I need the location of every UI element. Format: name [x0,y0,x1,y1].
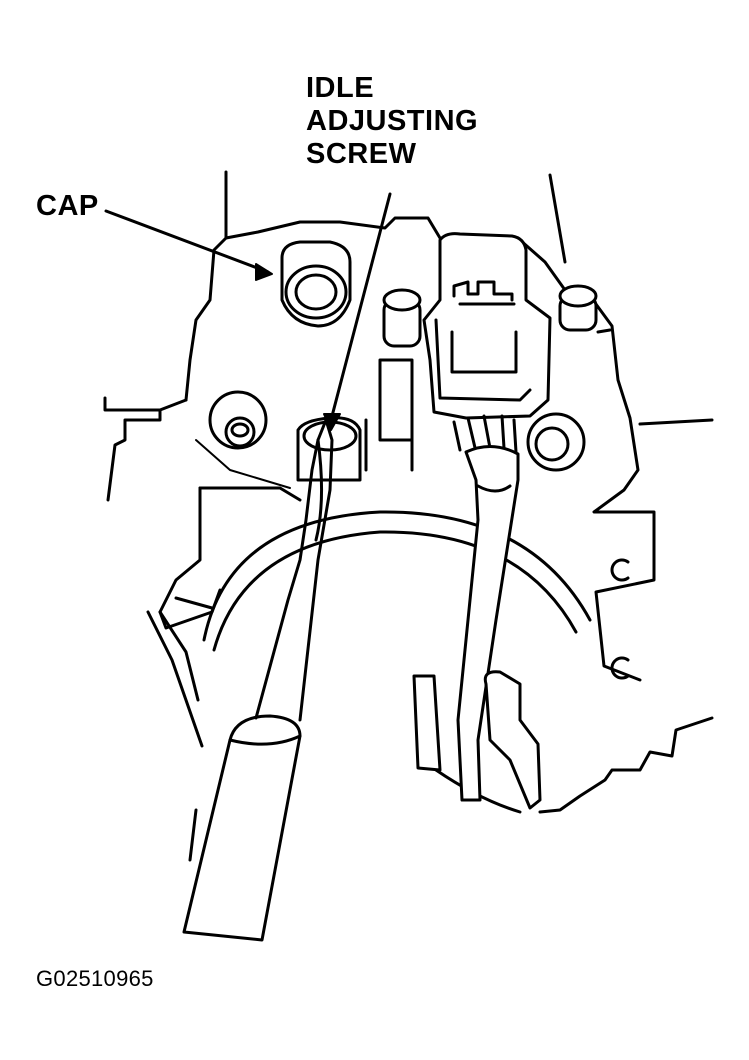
bolt-lower-right [526,412,586,472]
figure-code: G02510965 [36,966,154,991]
cap-label: CAP [36,190,99,222]
screwdriver [182,418,334,942]
idle-screw-leader-arrow [323,192,392,431]
bolt-left [208,390,268,450]
c-mark-lower [610,656,630,680]
harness-clip [412,670,542,810]
idle-label-line2: ADJUSTING [306,105,479,137]
sensor-connector [422,232,552,420]
idle-label-line1: IDLE [306,72,375,104]
cap-leader-arrow [104,209,273,281]
bolt-upper-mid [382,288,422,348]
idle-adjusting-screw-label: IDLE ADJUSTING SCREW [306,72,478,171]
throttle-body-housing [103,170,714,814]
c-mark-upper [610,558,630,582]
bolt-upper-right [558,284,612,334]
idle-screw-boss [296,358,414,482]
idle-label-line3: SCREW [306,138,417,170]
cap-boss [280,240,352,328]
wire-harness [452,414,520,802]
